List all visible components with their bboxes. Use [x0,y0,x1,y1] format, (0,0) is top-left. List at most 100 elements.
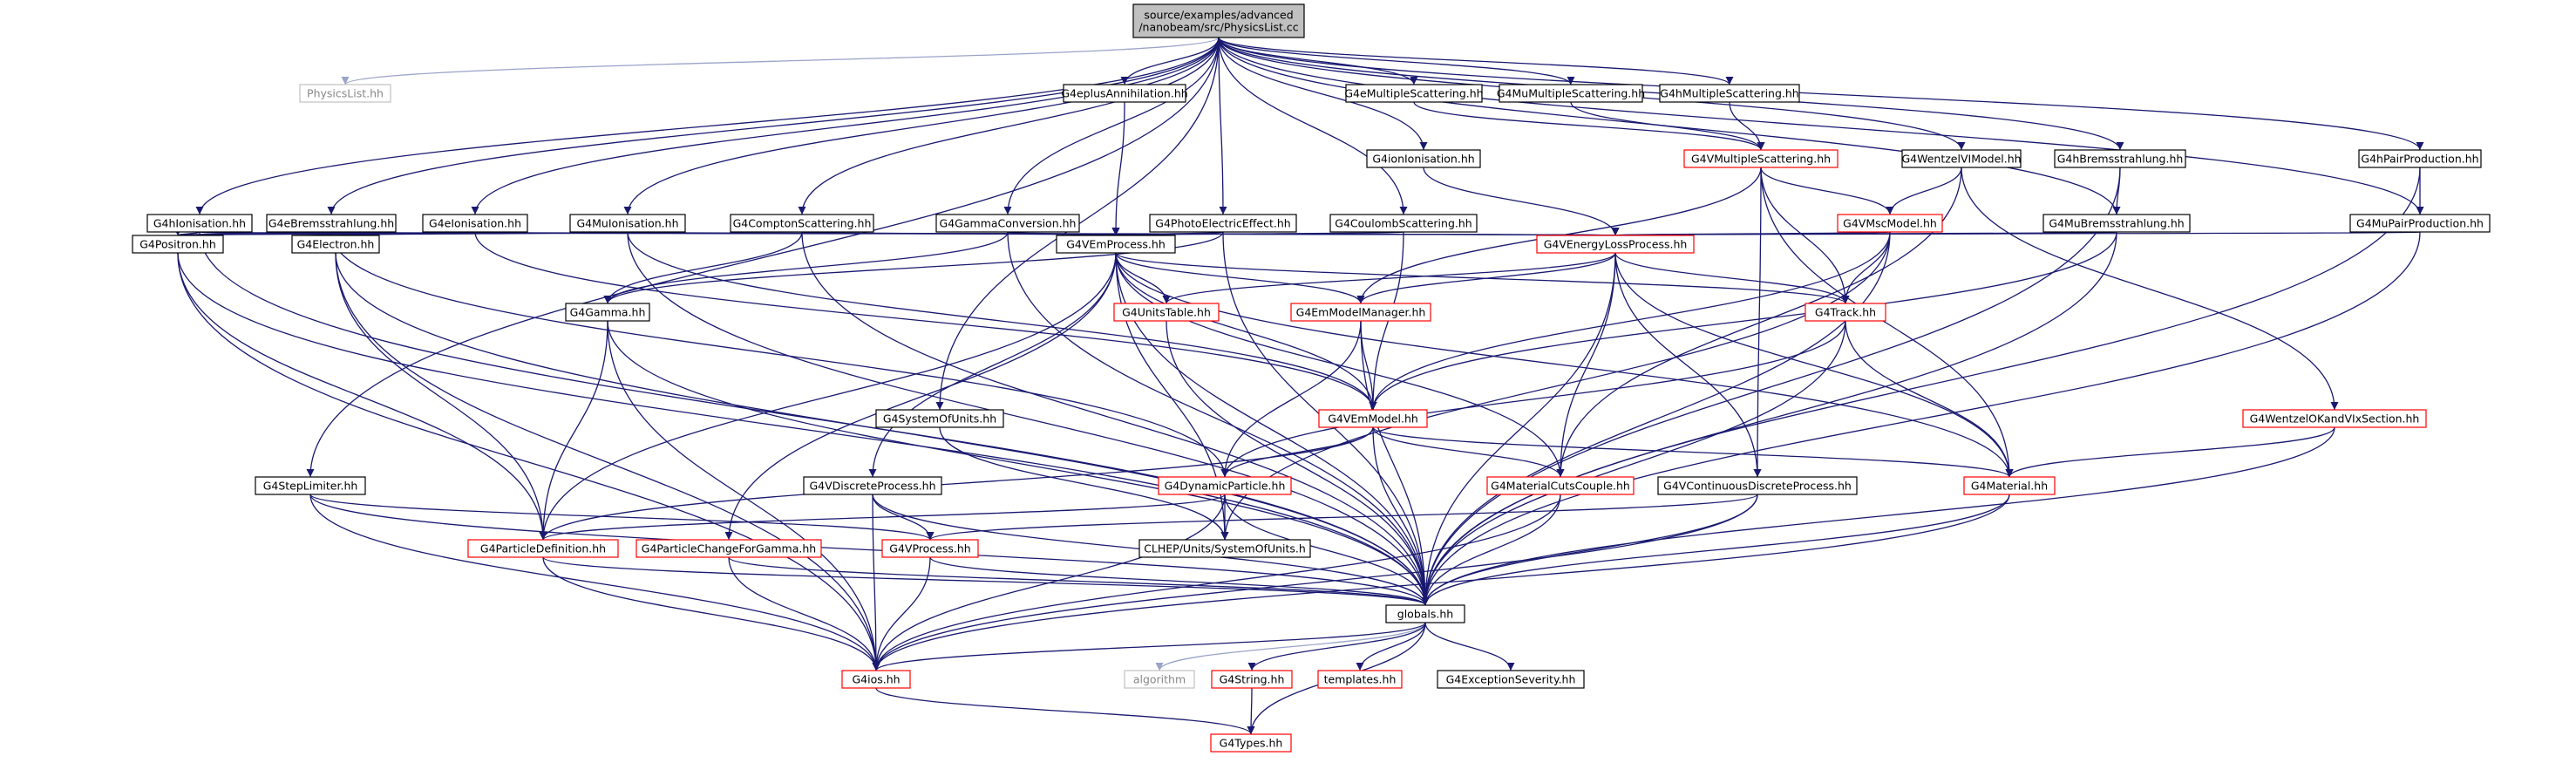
node-g4materialcutscouple[interactable]: G4MaterialCutsCouple.hh [1486,476,1635,495]
edge-g4dynamicparticle-to-g4particledefinition [539,494,1226,541]
edge-g4vprocess-to-globals [929,556,1430,606]
node-g4material[interactable]: G4Material.hh [1963,476,2056,495]
node-g4string[interactable]: G4String.hh [1211,670,1293,689]
node-globals[interactable]: globals.hh [1385,604,1465,623]
node-label-line: G4GammaConversion.hh [940,217,1077,230]
node-label: G4eBremsstrahlung.hh [268,217,394,230]
edge-g4vmultiplescattering-to-g4vcontinuousdiscreteprocess [1753,167,1762,478]
node-box [1486,476,1635,495]
node-label: G4EmModelManager.hh [1296,306,1426,319]
node-g4vdiscreteprocess[interactable]: G4VDiscreteProcess.hh [803,476,942,495]
node-g4venergylossprocess[interactable]: G4VEnergyLossProcess.hh [1536,235,1695,254]
node-g4vmultiplescattering[interactable]: G4VMultipleScattering.hh [1683,149,1839,168]
node-g4ebremsstrahlung[interactable]: G4eBremsstrahlung.hh [266,214,397,233]
edge-g4vmultiplescattering-to-g4material [1760,167,2014,478]
node-g4electron[interactable]: G4Electron.hh [291,235,380,254]
edge-g4gamma-to-globals [607,320,1430,606]
edge-g4vcontinuousdiscreteprocess-to-g4ios [872,494,1758,671]
node-g4exceptionseverity[interactable]: G4ExceptionSeverity.hh [1437,670,1585,689]
node-g4mubremsstrahlung[interactable]: G4MuBremsstrahlung.hh [2042,214,2191,233]
edge-physicslist_cc-to-g4hpairproduction [1218,37,2424,151]
node-g4particlechangeforgamma[interactable]: G4ParticleChangeForGamma.hh [636,539,822,558]
node-g4vemmodel[interactable]: G4VEmModel.hh [1318,409,1428,428]
node-g4gamma[interactable]: G4Gamma.hh [565,303,650,322]
node-g4coulombscattering[interactable]: G4CoulombScattering.hh [1329,214,1478,233]
node-g4eplusannihilation[interactable]: G4eplusAnnihilation.hh [1061,84,1188,103]
node-g4vcontinuousdiscreteprocess[interactable]: G4VContinuousDiscreteProcess.hh [1657,476,1858,495]
node-g4photoelectriceffect[interactable]: G4PhotoElectricEffect.hh [1149,214,1297,233]
node-label-line: G4VEmProcess.hh [1066,238,1166,251]
node-g4mumultiplescattering[interactable]: G4MuMultipleScattering.hh [1497,84,1645,103]
node-label: G4VEmProcess.hh [1066,238,1166,251]
node-g4gammaconversion[interactable]: G4GammaConversion.hh [935,214,1080,233]
node-label: G4hMultipleScattering.hh [1660,87,1798,100]
edge-physicslist_cc-to-g4photoelectriceffect [1218,37,1227,215]
node-g4particledefinition[interactable]: G4ParticleDefinition.hh [467,539,619,558]
node-label: G4hIonisation.hh [153,217,246,230]
node-g4ios[interactable]: G4ios.hh [841,670,911,689]
node-g4vemprocess[interactable]: G4VEmProcess.hh [1056,235,1176,254]
edge-g4vemmodel-to-g4material [1372,426,2014,478]
node-box [1901,149,2022,168]
node-g4track[interactable]: G4Track.hh [1805,303,1886,322]
edge-g4vmultiplescattering-to-g4vmscmodel [1760,167,1894,215]
edge-g4positron-to-g4particledefinition [177,252,547,541]
node-g4vmscmodel[interactable]: G4VMscModel.hh [1837,214,1943,233]
edge-g4venergylossprocess-to-g4vcontinuousdiscreteprocess [1614,252,1762,478]
edge-g4wentzelokandvixsection-to-globals [1421,426,2335,606]
edge-physicslist_cc-to-g4eionisation [471,37,1220,215]
node-label-line: G4Types.hh [1220,737,1283,750]
node-g4positron[interactable]: G4Positron.hh [132,235,224,254]
edge-g4venergylossprocess-to-g4material [1614,252,2014,478]
edge-g4coulombscattering-to-g4vemprocess [1112,227,1404,236]
node-g4steplimiter[interactable]: G4StepLimiter.hh [255,476,366,495]
node-g4hmultiplescattering[interactable]: G4hMultipleScattering.hh [1659,84,1800,103]
edge-g4vmultiplescattering-to-g4track [1760,167,1850,304]
node-g4types[interactable]: G4Types.hh [1210,733,1292,753]
node-label-line: G4Electron.hh [297,238,375,251]
node-g4hpairproduction[interactable]: G4hPairProduction.hh [2358,149,2482,168]
edge-layer [173,37,2424,735]
edge-g4wentzelvimodel-to-g4wentzelokandvixsection [1961,167,2339,411]
node-g4hbremsstrahlung[interactable]: G4hBremsstrahlung.hh [2054,149,2186,168]
node-g4emmodelmanager[interactable]: G4EmModelManager.hh [1290,303,1431,322]
edge-g4mubremsstrahlung-to-globals [1421,231,2117,606]
node-g4systemofunits[interactable]: G4SystemOfUnits.hh [875,409,1004,428]
node-clhep_systemofunits[interactable]: CLHEP/Units/SystemOfUnits.h [1138,539,1311,558]
node-g4muionisation[interactable]: G4MuIonisation.hh [569,214,686,233]
edge-g4particlechangeforgamma-to-globals [728,556,1430,606]
node-g4dynamicparticle[interactable]: G4DynamicParticle.hh [1158,476,1292,495]
node-physicslist_cc[interactable]: source/examples/advanced/nanobeam/src/Ph… [1132,3,1305,38]
node-label: G4VEmModel.hh [1328,412,1418,426]
node-templates[interactable]: templates.hh [1317,670,1403,689]
node-label: G4WentzelOKandVIxSection.hh [2250,412,2420,426]
node-label: G4MuMultipleScattering.hh [1497,87,1645,100]
node-g4hionisation[interactable]: G4hIonisation.hh [146,214,253,233]
node-g4vprocess[interactable]: G4VProcess.hh [881,539,979,558]
node-label-line: G4WentzelVIModel.hh [1901,153,2021,166]
node-physicslist_hh: PhysicsList.hh [299,84,391,103]
node-label: G4Electron.hh [297,238,375,251]
edge-g4electron-to-g4particledefinition [335,252,547,541]
node-box [266,214,397,233]
node-g4wentzelvimodel[interactable]: G4WentzelVIModel.hh [1901,149,2022,168]
node-g4comptonscattering[interactable]: G4ComptonScattering.hh [730,214,874,233]
node-label: G4ParticleDefinition.hh [480,542,606,555]
node-label-line: G4VProcess.hh [889,542,970,555]
node-g4emultiplescattering[interactable]: G4eMultipleScattering.hh [1344,84,1484,103]
edge-globals-to-algorithm [1155,622,1426,671]
node-g4eionisation[interactable]: G4eIonisation.hh [422,214,528,233]
node-label: G4Types.hh [1220,737,1283,750]
node-label-line: G4ParticleDefinition.hh [480,542,606,555]
node-label: G4ios.hh [852,673,900,686]
node-g4unitstable[interactable]: G4UnitsTable.hh [1113,303,1220,322]
node-g4ionionisation[interactable]: G4ionIonisation.hh [1366,149,1481,168]
node-g4wentzelokandvixsection[interactable]: G4WentzelOKandVIxSection.hh [2242,409,2427,428]
node-label-line: G4MuPairProduction.hh [2356,217,2484,230]
node-g4mupairproduction[interactable]: G4MuPairProduction.hh [2349,214,2491,233]
edge-g4particledefinition-to-globals [542,556,1430,606]
edge-g4vemprocess-to-g4particledefinition [539,252,1117,541]
node-label: G4MuPairProduction.hh [2356,217,2484,230]
edge-g4eionisation-to-g4vemmodel [474,231,1377,411]
